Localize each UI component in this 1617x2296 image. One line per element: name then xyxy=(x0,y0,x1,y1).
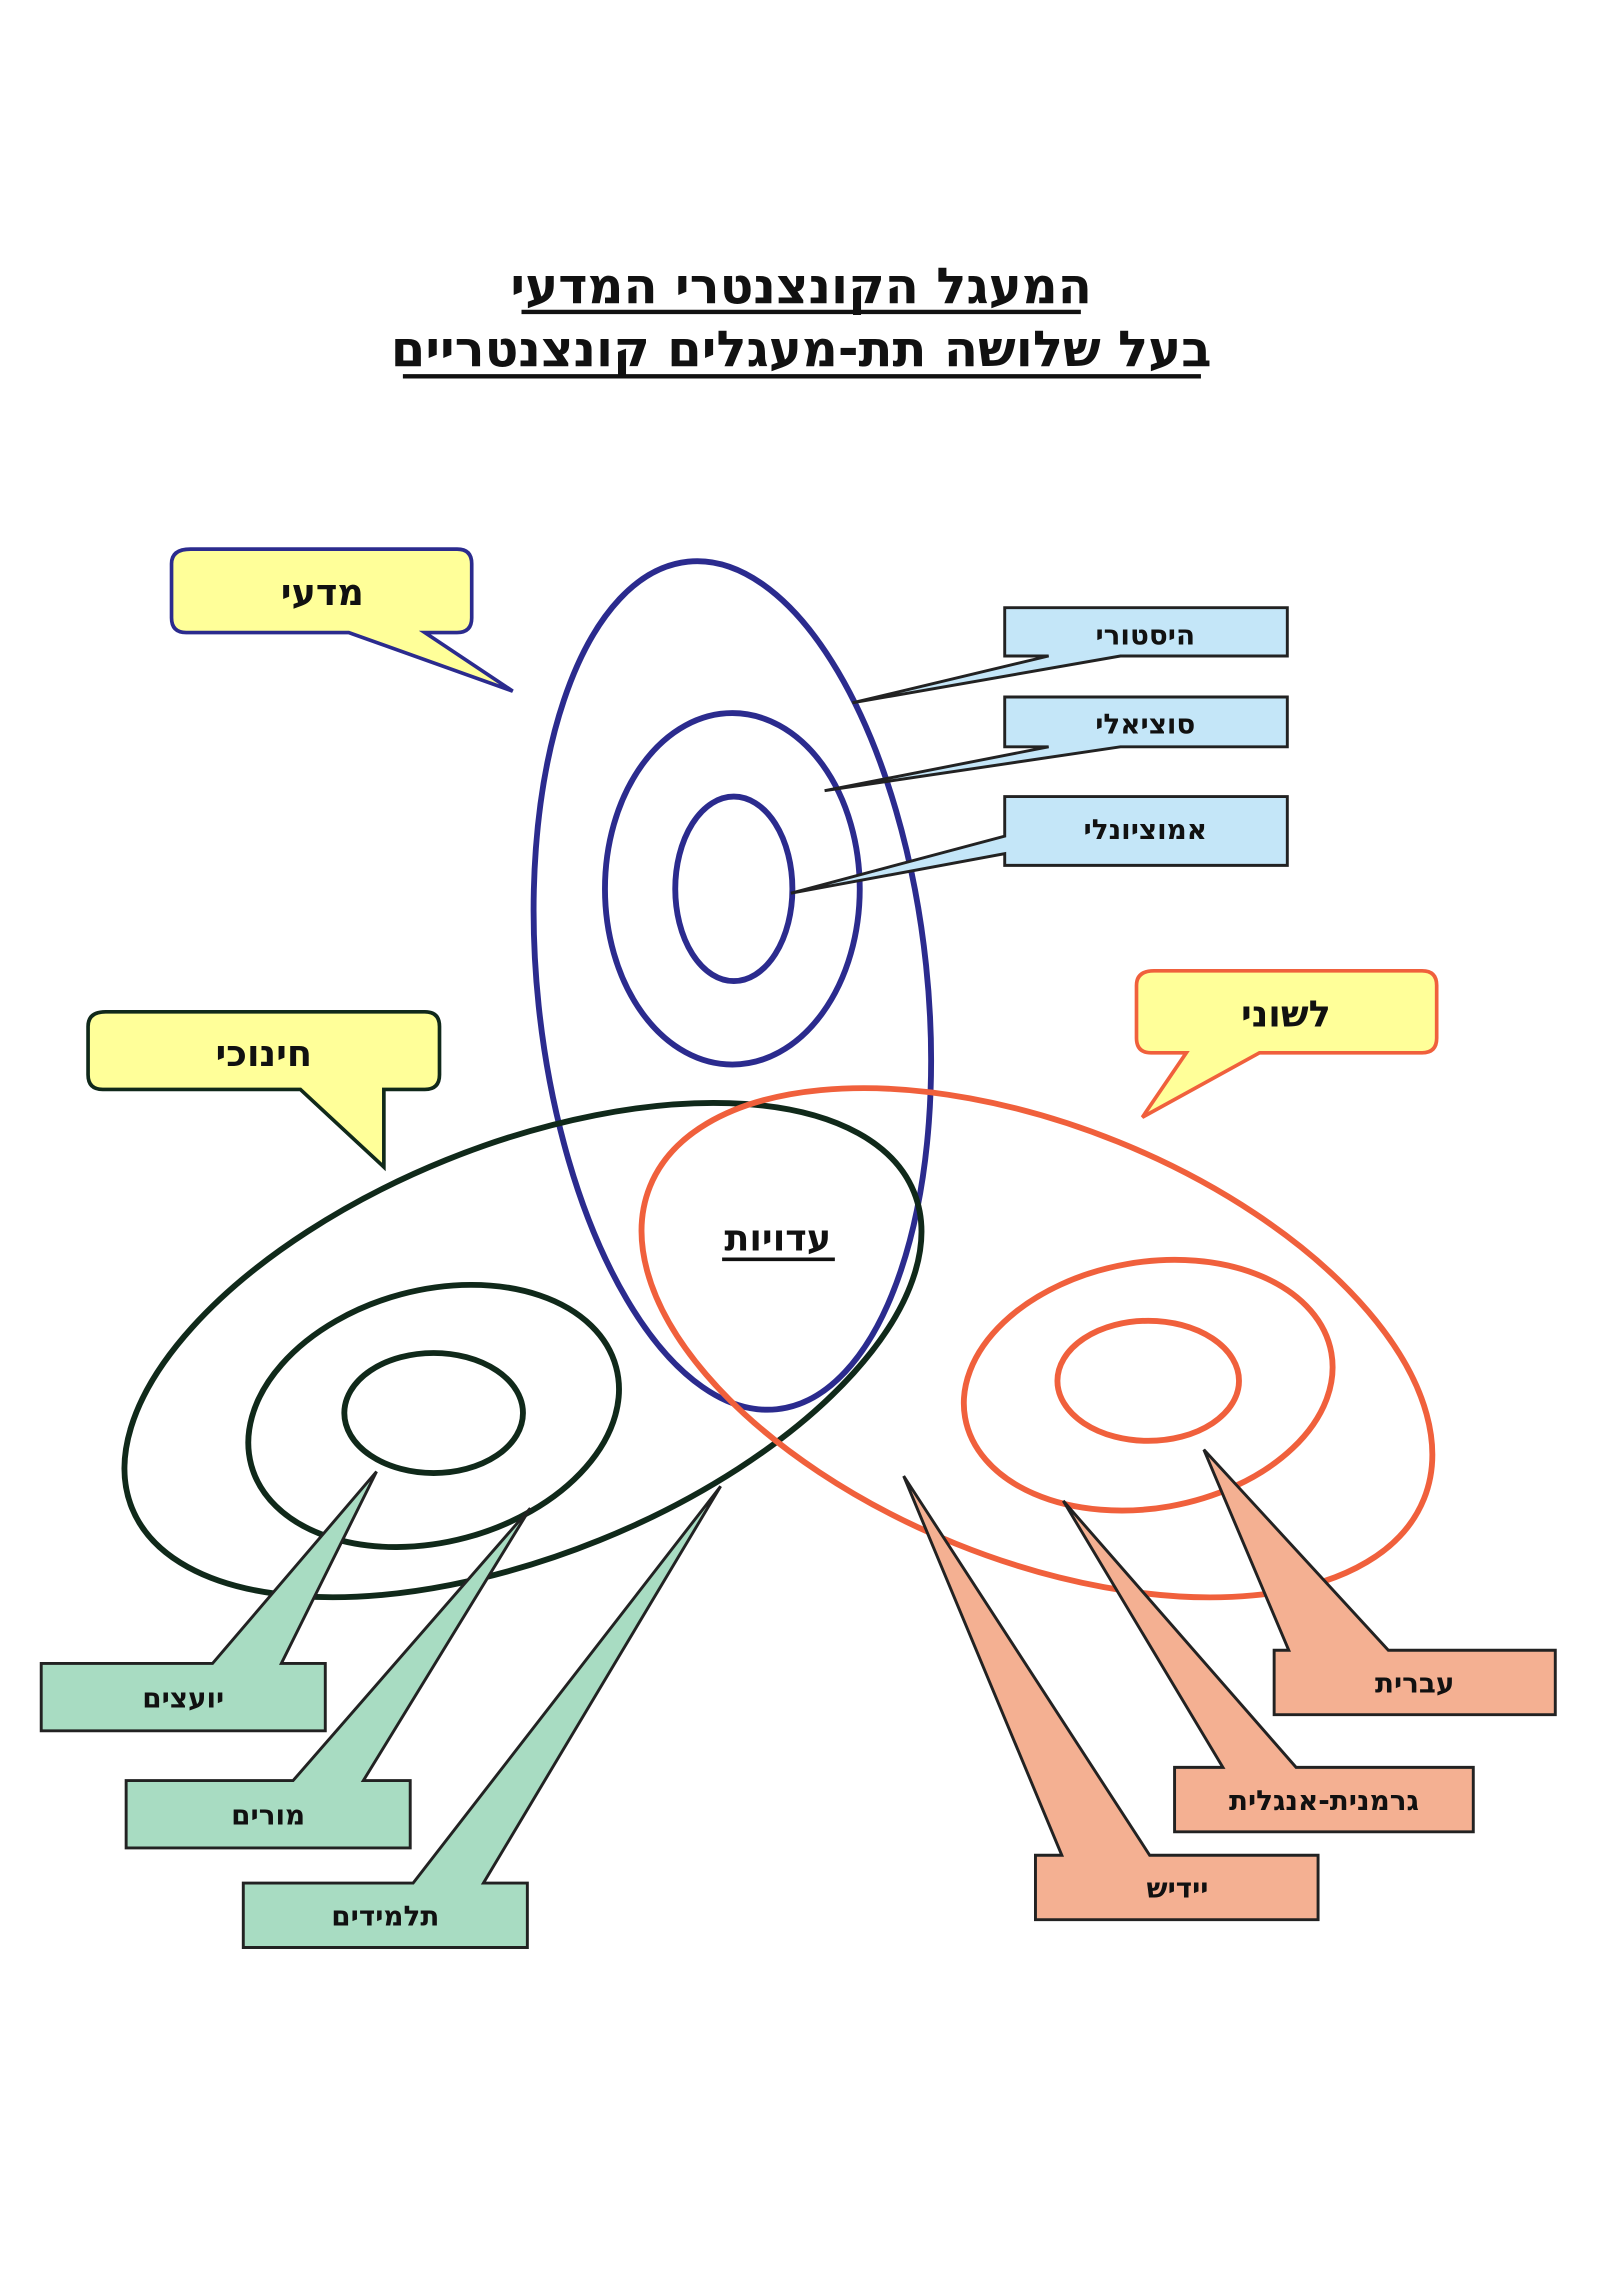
label-historical: היסטורי xyxy=(852,606,1289,705)
label-german-english: גרמנית-אנגלית xyxy=(1062,1499,1475,1834)
label-counselors: יועצים xyxy=(39,1470,378,1733)
label-historical-text: היסטורי xyxy=(1095,618,1195,651)
label-teachers-text: מורים xyxy=(231,1799,305,1832)
educational-inner-ring xyxy=(341,1350,526,1476)
label-emotional-text: אמוציונלי xyxy=(1084,813,1207,846)
label-students: תלמידים xyxy=(241,1485,722,1949)
label-hebrew: עברית xyxy=(1202,1448,1557,1717)
title-line-1: המעגל הקונצנטרי המדעי xyxy=(510,257,1092,315)
label-students-text: תלמידים xyxy=(331,1900,439,1933)
label-social-text: סוציאלי xyxy=(1095,708,1195,741)
linguistic-middle-ring xyxy=(960,1256,1336,1514)
linguistic-inner-ring xyxy=(1054,1317,1242,1444)
educational-middle-ring xyxy=(245,1281,622,1550)
scientific-middle-ring xyxy=(602,710,863,1068)
title-line-2: בעל שלושה תת-מעגלים קונצנטריים xyxy=(391,320,1212,378)
educational-outer-ring xyxy=(121,1099,925,1601)
linguistic-outer-ring xyxy=(638,1085,1436,1601)
label-yiddish-text: יידיש xyxy=(1146,1872,1208,1905)
callout-linguistic-label: לשוני xyxy=(1241,992,1331,1035)
callout-educational-label: חינוכי xyxy=(216,1032,313,1075)
label-yiddish: יידיש xyxy=(902,1475,1320,1922)
educational-circle xyxy=(121,1099,925,1601)
callout-scientific: מדעי xyxy=(169,547,514,693)
label-teachers: מורים xyxy=(124,1507,532,1850)
scientific-outer-ring xyxy=(530,558,935,1413)
center-label: עדויות xyxy=(724,1217,831,1260)
label-german-english-text: גרמנית-אנגלית xyxy=(1229,1784,1419,1817)
label-emotional: אמוציונלי xyxy=(790,795,1289,895)
callout-linguistic: לשוני xyxy=(1134,968,1439,1119)
label-counselors-text: יועצים xyxy=(142,1681,224,1714)
linguistic-circle xyxy=(638,1085,1436,1601)
label-hebrew-text: עברית xyxy=(1375,1667,1454,1700)
label-social: סוציאלי xyxy=(824,695,1289,793)
scientific-inner-ring xyxy=(672,793,796,984)
scientific-circle xyxy=(530,558,935,1413)
callout-scientific-label: מדעי xyxy=(281,571,364,614)
callout-educational: חינוכי xyxy=(86,1009,442,1172)
